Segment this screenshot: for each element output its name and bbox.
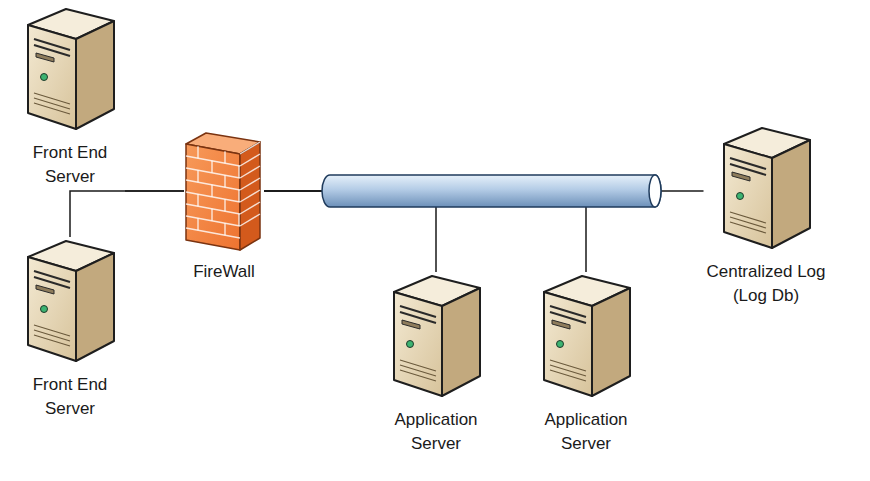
server-icon (540, 272, 632, 400)
server-icon (720, 124, 812, 252)
node-label: Application Server (381, 408, 491, 456)
bus-pipe (322, 175, 661, 207)
server-node: Front End Server (15, 5, 125, 189)
server-node: Front End Server (15, 237, 125, 421)
network-link (70, 191, 184, 237)
server-icon (390, 272, 482, 400)
server-node: Application Server (381, 272, 491, 456)
firewall-node: FireWall (184, 132, 264, 284)
firewall-icon (184, 132, 264, 252)
bus-pipe-end (649, 175, 661, 207)
node-label: Front End Server (15, 141, 125, 189)
node-label: Application Server (531, 408, 641, 456)
node-label: FireWall (184, 260, 264, 284)
node-label: Front End Server (15, 373, 125, 421)
server-icon (24, 237, 116, 365)
server-node: Application Server (531, 272, 641, 456)
server-icon (24, 5, 116, 133)
node-label: Centralized Log (Log Db) (704, 260, 829, 308)
server-node: Centralized Log (Log Db) (704, 124, 829, 308)
